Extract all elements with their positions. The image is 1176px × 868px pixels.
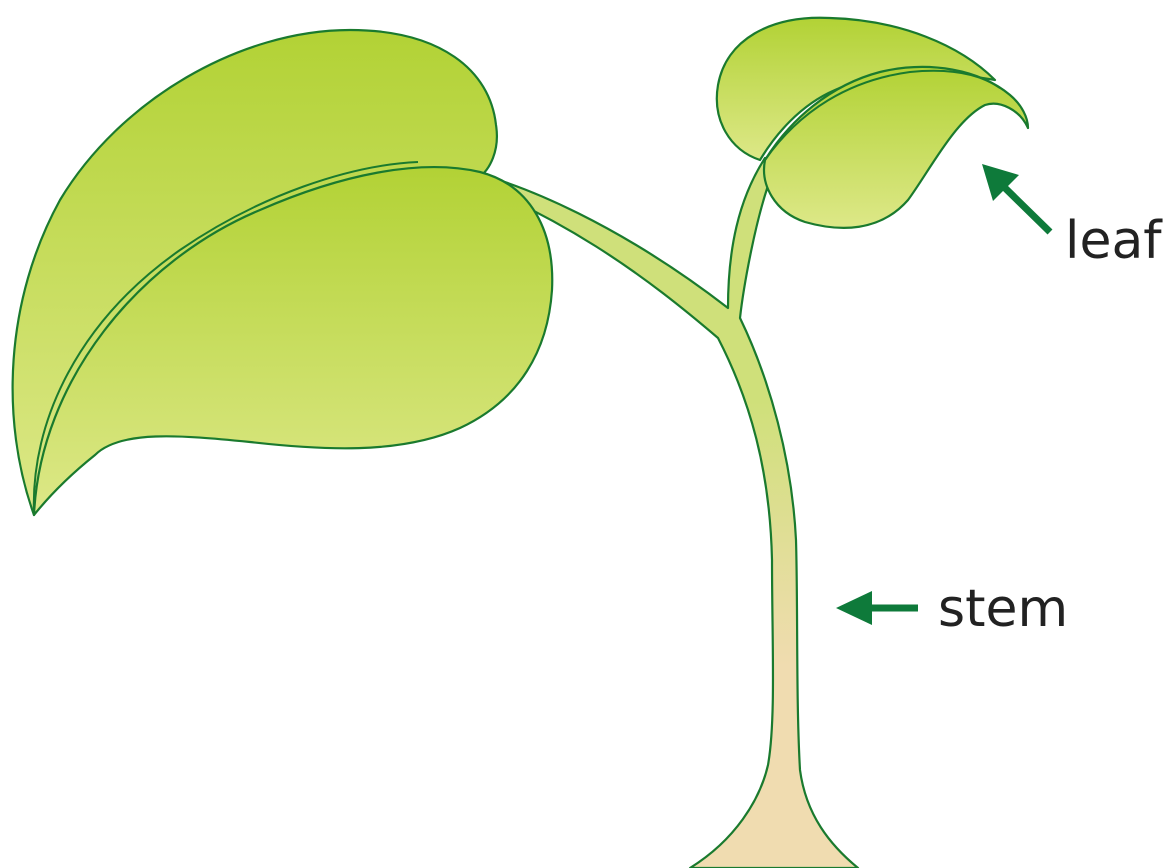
arrow-left-icon xyxy=(836,591,918,625)
arrow-up-left-icon xyxy=(982,164,1050,232)
leaf-label: leaf xyxy=(1065,211,1163,271)
stem-label: stem xyxy=(938,579,1068,639)
